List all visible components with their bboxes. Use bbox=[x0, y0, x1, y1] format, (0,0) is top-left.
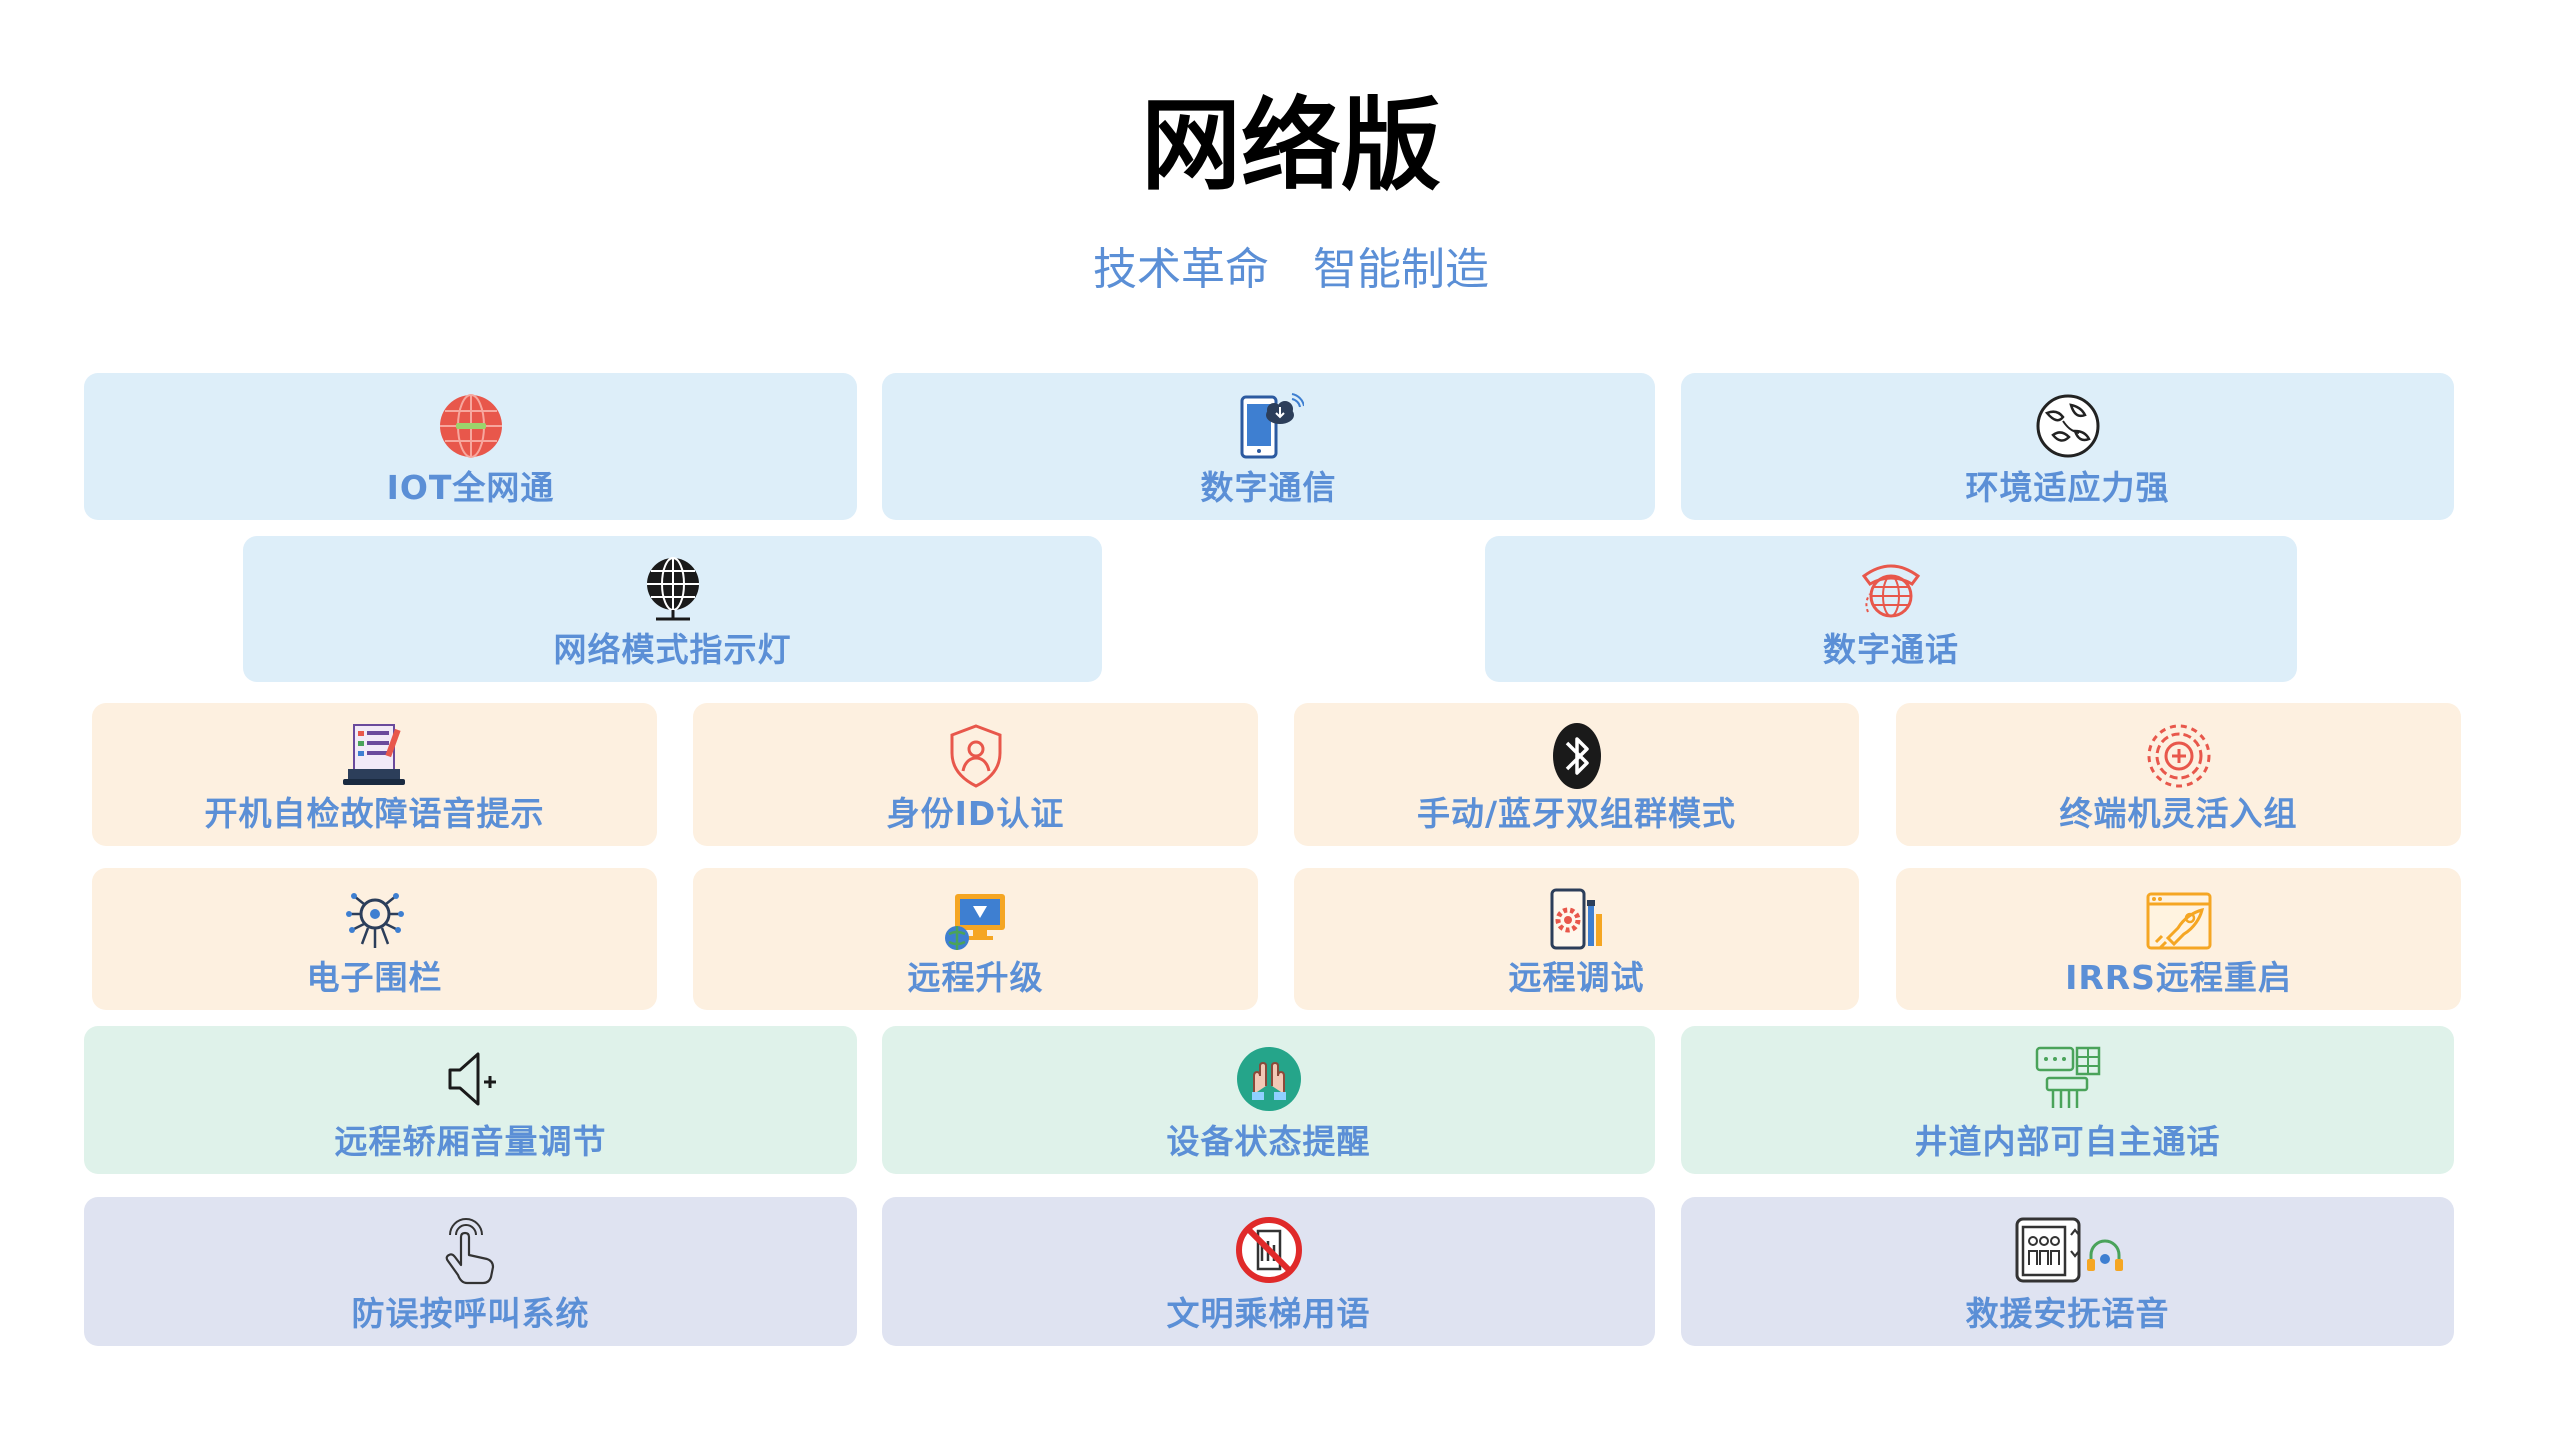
network-globe-icon bbox=[646, 557, 699, 621]
feature-label: 终端机灵活入组 bbox=[2059, 794, 2298, 834]
remote-debug-icon bbox=[1550, 888, 1602, 950]
feature-label: 身份ID认证 bbox=[886, 794, 1065, 834]
circuit-fence-icon bbox=[345, 893, 404, 948]
feature-card-id-auth[interactable]: 身份ID认证 bbox=[693, 703, 1258, 846]
feature-label: 防误按呼叫系统 bbox=[351, 1294, 590, 1334]
feature-card-digital-comm[interactable]: 数字通信 bbox=[882, 373, 1655, 520]
remote-upgrade-icon bbox=[944, 894, 1005, 950]
feature-label: 远程升级 bbox=[907, 958, 1044, 998]
page-subtitle: 技术革命 智能制造 bbox=[1093, 244, 1489, 295]
user-shield-icon bbox=[950, 724, 1001, 788]
gear-plus-icon bbox=[2147, 724, 2210, 788]
feature-label: 远程轿厢音量调节 bbox=[334, 1122, 607, 1162]
feature-card-remote-debug[interactable]: 远程调试 bbox=[1294, 868, 1859, 1010]
rescue-voice-icon bbox=[2015, 1217, 2123, 1283]
feature-label: 设备状态提醒 bbox=[1166, 1122, 1371, 1162]
hands-alert-icon bbox=[1236, 1047, 1301, 1111]
feature-label: 文明乘梯用语 bbox=[1166, 1294, 1371, 1334]
earth-leaf-icon bbox=[2036, 394, 2099, 458]
intercom-panel-icon bbox=[2035, 1046, 2100, 1108]
feature-card-network-indicator[interactable]: 网络模式指示灯 bbox=[243, 536, 1102, 682]
no-sign-icon bbox=[1235, 1217, 1302, 1283]
telephone-globe-icon bbox=[1861, 564, 1921, 618]
speaker-volume-icon bbox=[448, 1052, 496, 1106]
feature-card-anti-mispress[interactable]: 防误按呼叫系统 bbox=[84, 1197, 857, 1346]
laptop-checklist-icon bbox=[342, 724, 405, 785]
feature-label: IRRS远程重启 bbox=[2065, 958, 2292, 998]
feature-label: 救援安抚语音 bbox=[1965, 1294, 2170, 1334]
feature-card-remote-upgrade[interactable]: 远程升级 bbox=[693, 868, 1258, 1010]
feature-card-terminal-group[interactable]: 终端机灵活入组 bbox=[1896, 703, 2461, 846]
feature-label: 开机自检故障语音提示 bbox=[204, 794, 545, 834]
feature-label: 电子围栏 bbox=[306, 958, 443, 998]
feature-label: 数字通话 bbox=[1823, 630, 1959, 670]
phone-cloud-icon bbox=[1240, 393, 1304, 459]
feature-card-digital-call[interactable]: 数字通话 bbox=[1485, 536, 2297, 682]
bluetooth-icon bbox=[1552, 723, 1601, 789]
feature-card-environment[interactable]: 环境适应力强 bbox=[1681, 373, 2454, 520]
feature-card-shaft-intercom[interactable]: 井道内部可自主通话 bbox=[1681, 1026, 2454, 1174]
feature-card-volume[interactable]: 远程轿厢音量调节 bbox=[84, 1026, 857, 1174]
feature-card-irrs-restart[interactable]: IRRS远程重启 bbox=[1896, 868, 2461, 1010]
rocket-restart-icon bbox=[2146, 892, 2211, 950]
feature-label: 手动/蓝牙双组群模式 bbox=[1416, 794, 1737, 834]
feature-label: IOT全网通 bbox=[386, 468, 555, 508]
feature-label: 远程调试 bbox=[1508, 958, 1645, 998]
touch-hand-icon bbox=[445, 1218, 494, 1285]
page-title: 网络版 bbox=[1141, 86, 1441, 204]
feature-card-self-check[interactable]: 开机自检故障语音提示 bbox=[92, 703, 657, 846]
feature-card-iot[interactable]: IOT全网通 bbox=[84, 373, 857, 520]
feature-card-bluetooth[interactable]: 手动/蓝牙双组群模式 bbox=[1294, 703, 1859, 846]
feature-card-device-status[interactable]: 设备状态提醒 bbox=[882, 1026, 1655, 1174]
feature-card-civilized-phrases[interactable]: 文明乘梯用语 bbox=[882, 1197, 1655, 1346]
feature-card-rescue-voice[interactable]: 救援安抚语音 bbox=[1681, 1197, 2454, 1346]
feature-label: 数字通信 bbox=[1200, 468, 1337, 508]
feature-card-geofence[interactable]: 电子围栏 bbox=[92, 868, 657, 1010]
feature-label: 井道内部可自主通话 bbox=[1914, 1122, 2221, 1162]
globe-network-icon bbox=[439, 394, 502, 458]
feature-label: 网络模式指示灯 bbox=[553, 630, 792, 670]
feature-label: 环境适应力强 bbox=[1965, 468, 2170, 508]
